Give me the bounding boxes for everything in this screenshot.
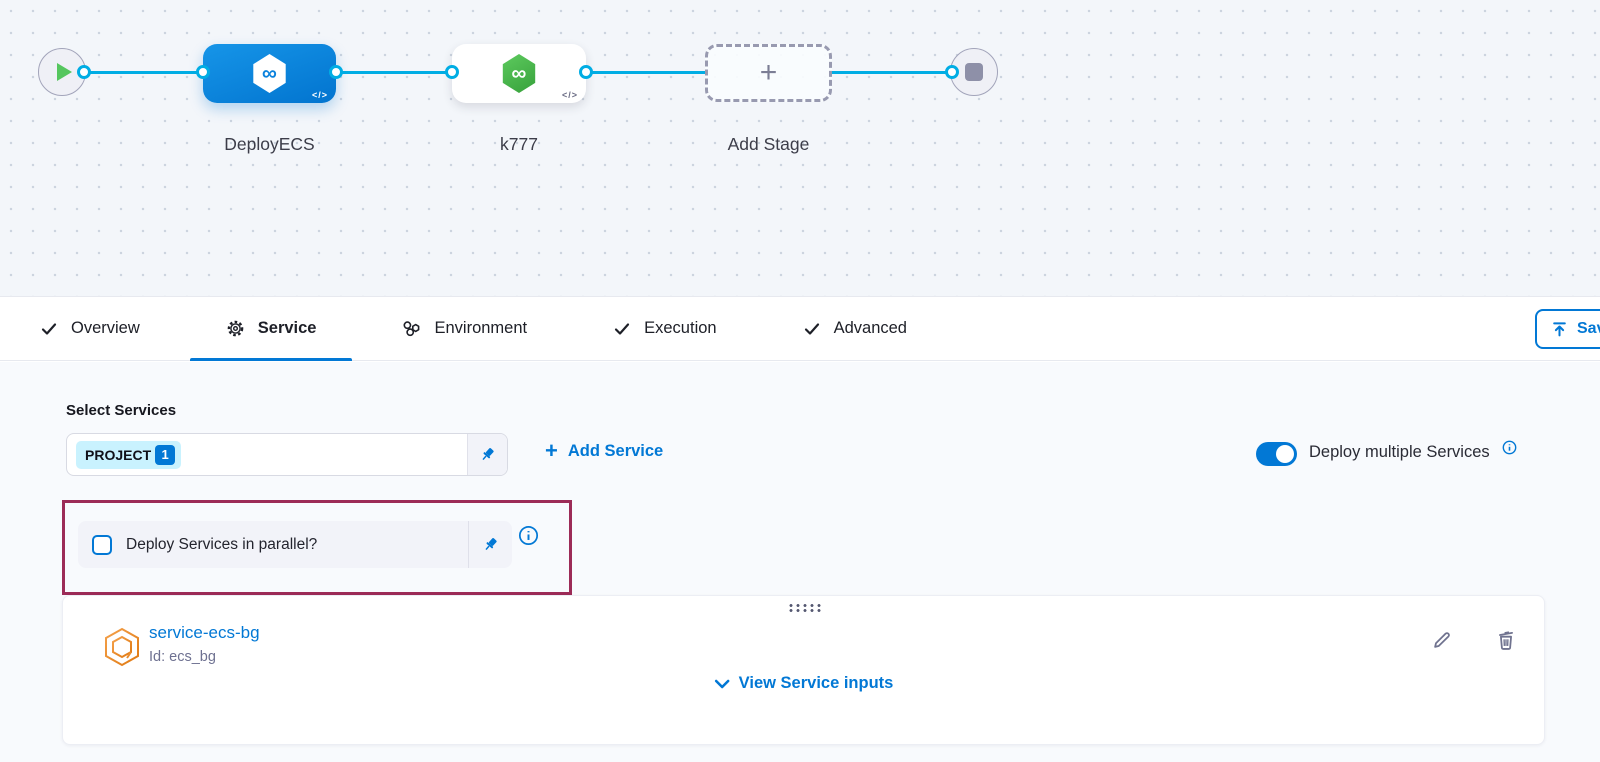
info-icon[interactable] bbox=[1502, 440, 1517, 455]
delete-service-button[interactable] bbox=[1495, 629, 1517, 654]
port bbox=[77, 65, 91, 79]
plus-icon: + bbox=[545, 438, 558, 463]
deploy-multiple-row: Deploy multiple Services bbox=[1256, 440, 1517, 466]
port bbox=[445, 65, 459, 79]
environment-icon bbox=[403, 321, 420, 337]
pin-fixed-value-button[interactable] bbox=[467, 434, 507, 475]
check-icon bbox=[804, 322, 819, 335]
pin-fixed-value-button[interactable] bbox=[468, 521, 512, 568]
stage-tabbar: Overview Service Environment Execution A bbox=[0, 296, 1600, 361]
info-icon[interactable] bbox=[518, 525, 539, 551]
drag-handle-icon[interactable] bbox=[787, 603, 820, 613]
deploy-parallel-label: Deploy Services in parallel? bbox=[126, 535, 318, 553]
tab-environment[interactable]: Environment bbox=[402, 297, 527, 360]
harness-hexagon-icon: ∞ bbox=[253, 54, 286, 93]
add-service-button[interactable]: + Add Service bbox=[545, 438, 664, 463]
trash-icon bbox=[1499, 631, 1513, 650]
pipeline-canvas[interactable]: ∞ </> ∞ </> + DeployECS k777 Add Stage bbox=[0, 0, 1600, 296]
service-card: service-ecs-bg Id: ecs_bg bbox=[62, 595, 1545, 745]
port bbox=[329, 65, 343, 79]
scope-count-badge: 1 bbox=[155, 444, 176, 465]
stage-node-deployecs[interactable]: ∞ </> bbox=[203, 44, 336, 103]
edit-service-button[interactable] bbox=[1431, 629, 1453, 654]
parallel-option-highlight bbox=[62, 500, 572, 595]
port bbox=[945, 65, 959, 79]
service-id-text: Id: ecs_bg bbox=[149, 649, 216, 665]
scope-chip-project[interactable]: PROJECT 1 bbox=[76, 440, 182, 469]
edge-stage1-to-stage2 bbox=[336, 71, 452, 74]
stage-label-k777: k777 bbox=[500, 134, 538, 154]
service-tab-panel: Select Services PROJECT 1 + bbox=[0, 362, 1600, 762]
play-icon bbox=[56, 63, 72, 81]
pin-icon bbox=[485, 538, 497, 550]
harness-hexagon-icon: ∞ bbox=[502, 54, 536, 93]
edge-stage2-to-addstage bbox=[586, 71, 705, 74]
edge-addstage-to-end bbox=[832, 71, 952, 74]
stage-node-k777[interactable]: ∞ </> bbox=[452, 44, 586, 103]
deploy-parallel-checkbox[interactable] bbox=[92, 534, 112, 555]
code-icon: </> bbox=[561, 90, 578, 100]
tab-advanced[interactable]: Advanced bbox=[803, 297, 907, 360]
gear-icon bbox=[227, 320, 244, 337]
tab-execution[interactable]: Execution bbox=[613, 297, 717, 360]
deploy-parallel-field: Deploy Services in parallel? bbox=[78, 521, 512, 568]
plus-icon: + bbox=[759, 56, 778, 89]
service-hexagon-icon bbox=[105, 627, 139, 667]
select-services-label: Select Services bbox=[66, 402, 177, 419]
add-stage-button[interactable]: + bbox=[705, 44, 832, 102]
stop-icon bbox=[965, 63, 983, 81]
service-name-link[interactable]: service-ecs-bg bbox=[149, 623, 260, 642]
chevron-down-icon bbox=[714, 679, 729, 688]
deploy-multiple-label: Deploy multiple Services bbox=[1309, 443, 1490, 461]
add-stage-label: Add Stage bbox=[727, 134, 810, 154]
stage-label-deployecs: DeployECS bbox=[224, 134, 315, 154]
code-icon: </> bbox=[311, 90, 328, 100]
tab-overview[interactable]: Overview bbox=[40, 297, 140, 360]
deploy-multiple-toggle[interactable] bbox=[1256, 442, 1297, 466]
pin-icon bbox=[482, 448, 494, 460]
save-button[interactable]: Save bbox=[1535, 309, 1600, 349]
port bbox=[579, 65, 593, 79]
pencil-icon bbox=[1434, 632, 1450, 648]
tab-service[interactable]: Service bbox=[189, 297, 353, 361]
port bbox=[196, 65, 210, 79]
view-service-inputs-button[interactable]: View Service inputs bbox=[714, 674, 893, 693]
edge-start-to-stage1 bbox=[84, 71, 203, 74]
service-select-input[interactable]: PROJECT 1 bbox=[66, 433, 508, 476]
check-icon bbox=[41, 322, 57, 335]
upload-icon bbox=[1553, 321, 1566, 336]
check-icon bbox=[615, 322, 630, 335]
